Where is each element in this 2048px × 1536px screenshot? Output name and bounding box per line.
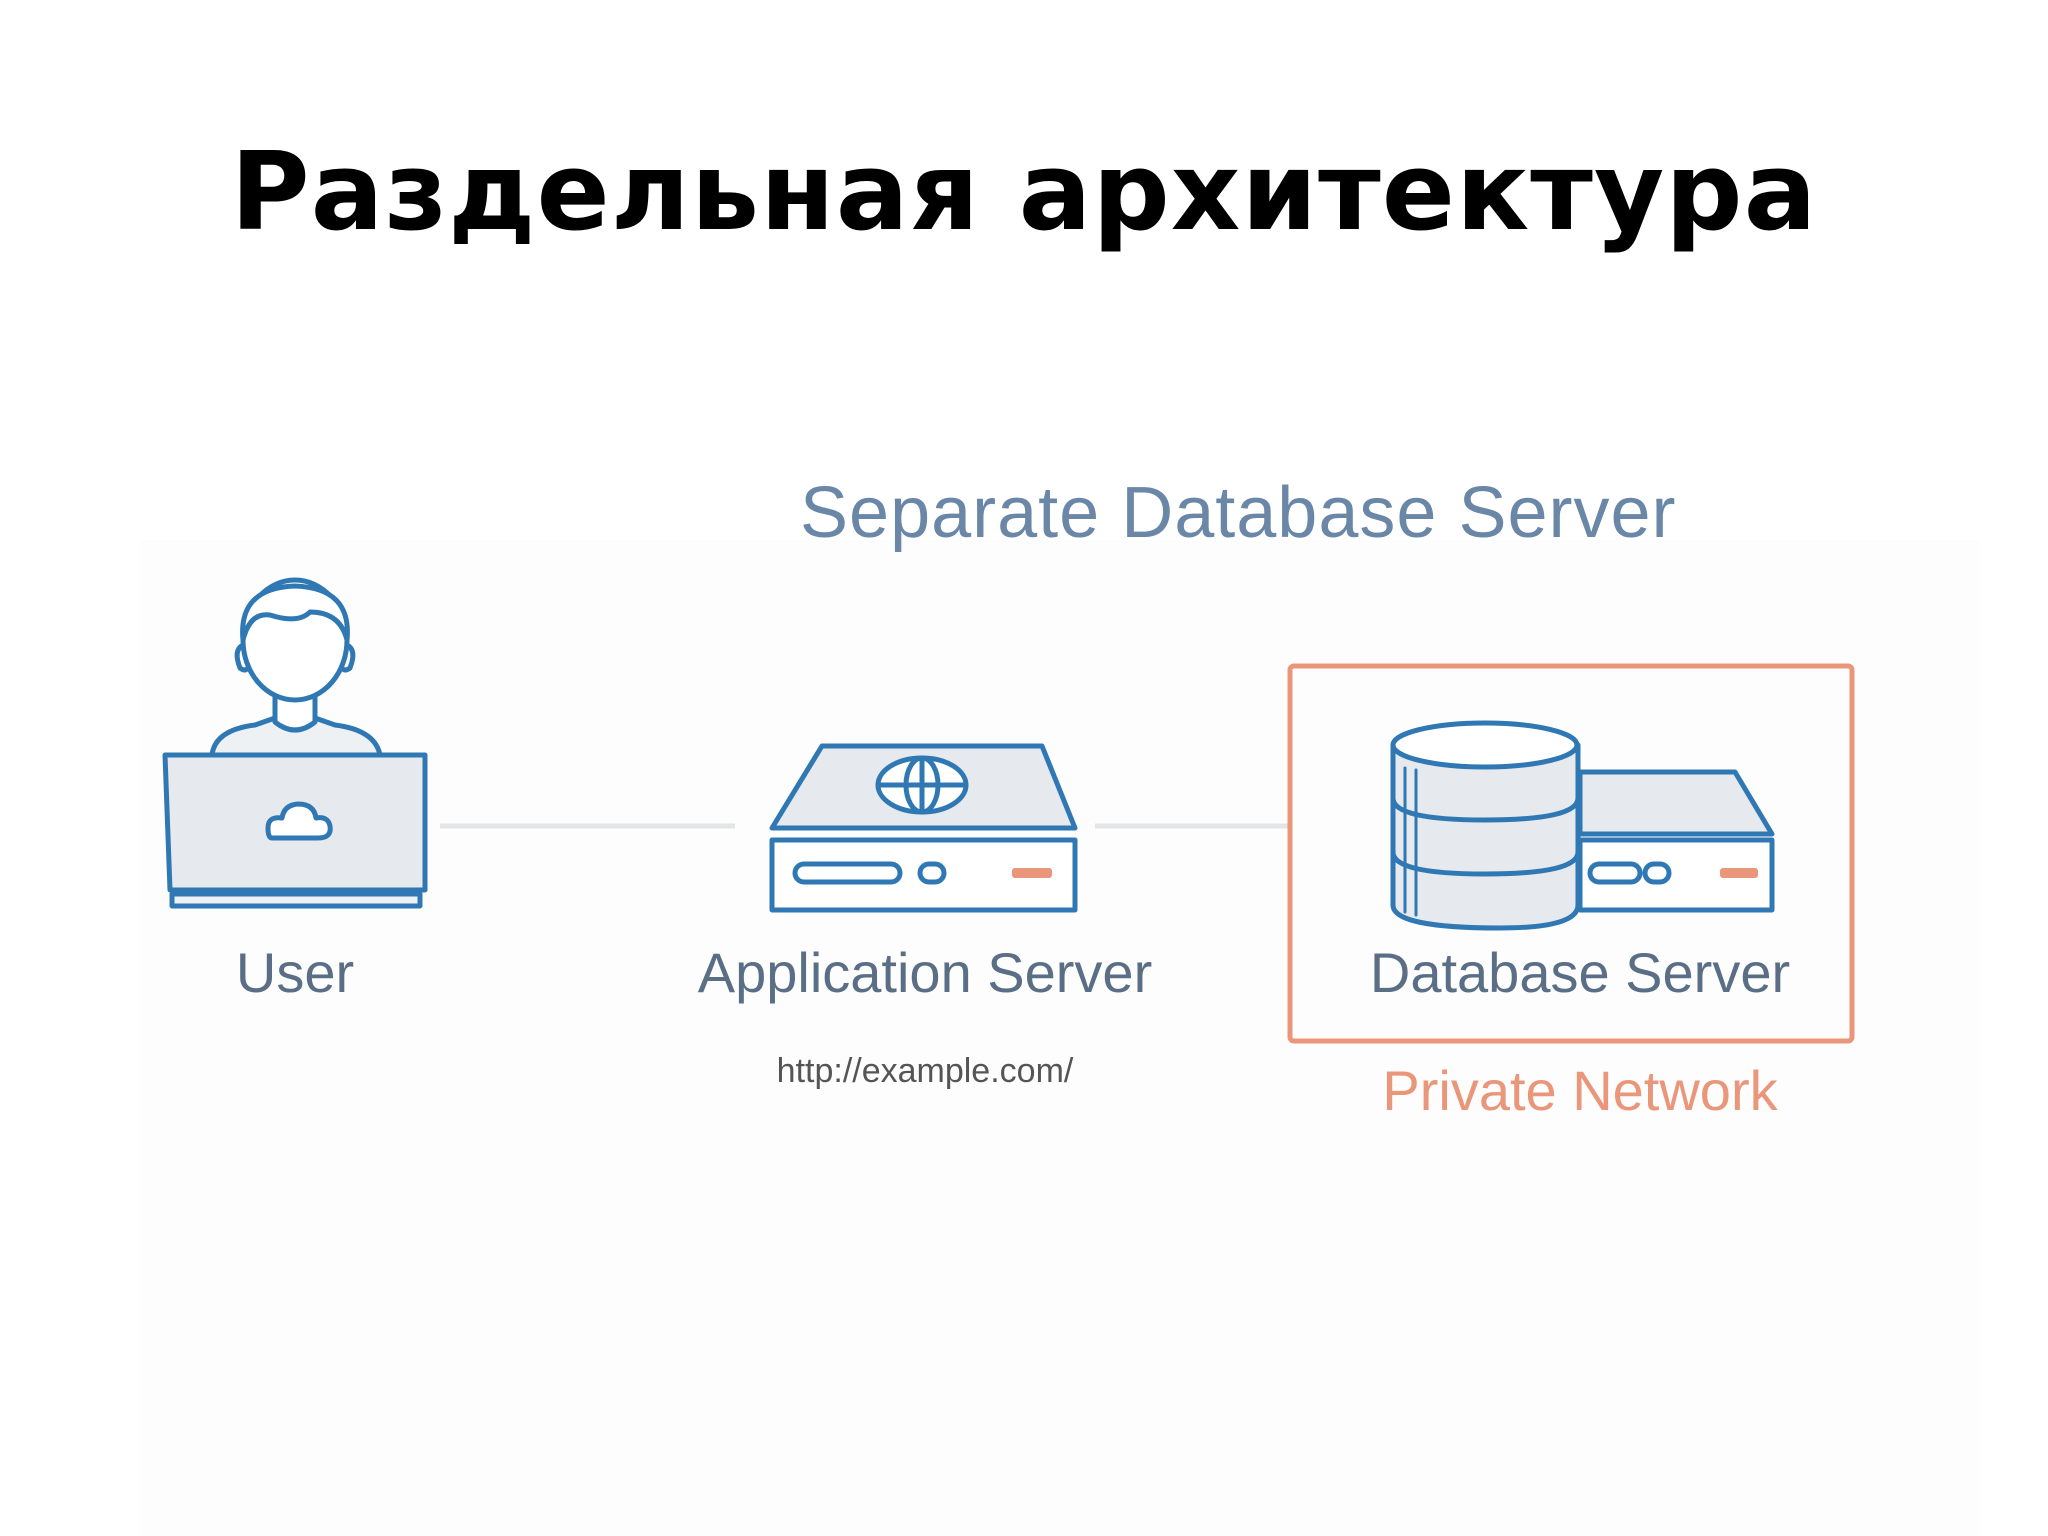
- diagram-background: [140, 540, 1980, 1536]
- database-server-label: Database Server: [1369, 941, 1791, 1004]
- application-server-url: http://example.com/: [776, 1052, 1074, 1090]
- diagram-heading: Separate Database Server: [800, 473, 1677, 553]
- slide-title: Раздельная архитектура: [230, 130, 1818, 255]
- private-network-box: [1287, 663, 1855, 1044]
- user-label: User: [235, 941, 355, 1004]
- application-server-label: Application Server: [697, 941, 1153, 1004]
- web-server-icon: [769, 743, 1078, 913]
- private-network-label: Private Network: [1382, 1059, 1778, 1122]
- database-server-icon: [1390, 720, 1775, 931]
- user-laptop-icon: [162, 577, 428, 909]
